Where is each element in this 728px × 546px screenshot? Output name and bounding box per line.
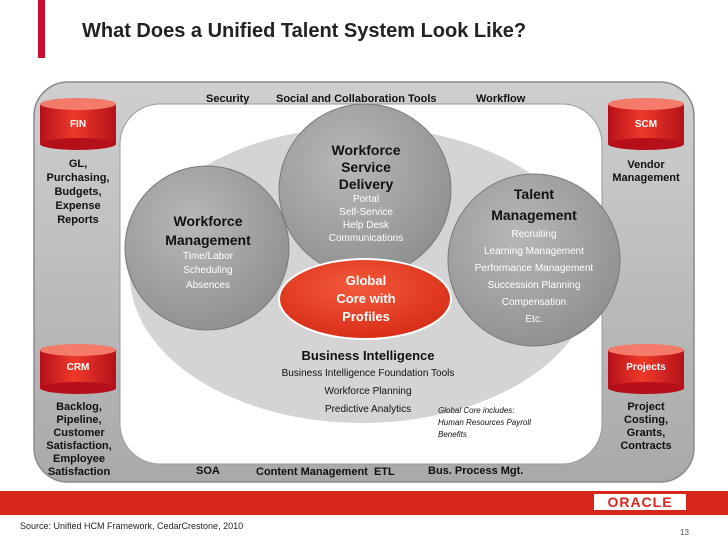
talent-management-item: Compensation [501, 297, 567, 308]
global-core-text: Global Core with Profiles [300, 272, 432, 326]
projects-description: Project Costing, Grants, Contracts [608, 401, 684, 453]
workforce-service-text: Workforce Service Delivery Portal Self-S… [300, 142, 432, 245]
global-core-note: Global Core includes: Human Resources Pa… [438, 405, 531, 441]
global-core-line: Global [345, 273, 387, 288]
talent-management-text: Talent Management Recruiting Learning Ma… [456, 184, 612, 328]
fin-description: GL, Purchasing, Budgets, Expense Reports [40, 157, 116, 227]
crm-cylinder [40, 344, 116, 394]
scm-label: SCM [634, 119, 658, 130]
crm-label: CRM [66, 362, 90, 373]
social-collaboration-label: Social and Collaboration Tools [276, 93, 437, 105]
workforce-management-item: Scheduling [183, 265, 233, 276]
workforce-management-bubble [124, 165, 290, 331]
workforce-service-item: Help Desk [342, 220, 390, 231]
page-title: What Does a Unified Talent System Look L… [82, 20, 527, 42]
workforce-service-title: Delivery [338, 176, 394, 192]
bi-item: Workforce Planning [324, 386, 412, 397]
projects-line: Costing, [624, 414, 668, 426]
fin-line: Reports [57, 214, 99, 226]
fin-label: FIN [69, 119, 87, 130]
bpm-label: Bus. Process Mgt. [428, 465, 524, 477]
fin-line: Expense [55, 200, 101, 212]
crm-line: Satisfaction, [46, 440, 112, 452]
workforce-service-item: Portal [352, 194, 380, 205]
talent-management-item: Learning Management [483, 246, 585, 257]
soa-label: SOA [196, 465, 220, 477]
scm-description: Vendor Management [604, 159, 688, 185]
talent-management-title: Talent [513, 186, 555, 202]
fin-cylinder [40, 98, 116, 150]
title-accent [38, 0, 45, 58]
page-number: 13 [680, 528, 689, 537]
content-management-label: Content Management ETL [256, 466, 395, 478]
workforce-service-title: Workforce [331, 142, 401, 158]
fin-line: Purchasing, [46, 172, 110, 184]
projects-line: Project [627, 401, 665, 413]
crm-line: Customer [53, 427, 105, 439]
fin-line: GL, [68, 158, 88, 170]
business-intelligence-title: Business Intelligence [301, 348, 435, 363]
workforce-service-title: Service [341, 159, 391, 175]
workforce-service-item: Self-Service [339, 207, 393, 218]
workforce-management-item: Time/Labor [182, 251, 234, 262]
talent-management-item: Recruiting [511, 229, 557, 240]
crm-description: Backlog, Pipeline, Customer Satisfaction… [38, 401, 120, 479]
talent-management-item: Succession Planning [487, 280, 581, 291]
global-core-note-line: Human Resources Payroll [438, 418, 531, 427]
scm-line: Management [612, 172, 680, 184]
crm-line: Pipeline, [56, 414, 102, 426]
workforce-management-text: Workforce Management Time/Labor Scheduli… [130, 212, 286, 294]
workforce-service-item: Communications [328, 233, 404, 244]
crm-line: Satisfaction [47, 466, 111, 478]
fin-line: Budgets, [54, 186, 102, 198]
oracle-logo: ORACLE [594, 494, 686, 510]
global-core-note-line: Global Core includes: [438, 406, 515, 415]
workflow-label: Workflow [476, 93, 526, 105]
projects-label: Projects [626, 362, 666, 373]
talent-management-item: Performance Management [474, 263, 594, 274]
talent-management-bubble [447, 173, 621, 347]
global-core-line: Profiles [342, 309, 390, 324]
security-label: Security [206, 93, 250, 105]
projects-line: Contracts [620, 440, 672, 452]
projects-line: Grants, [626, 427, 666, 439]
global-core-note-line: Benefits [438, 430, 467, 439]
talent-management-title: Management [491, 207, 577, 223]
bi-item: Business Intelligence Foundation Tools [281, 368, 455, 379]
title-bar [0, 0, 728, 62]
bi-item: Predictive Analytics [324, 404, 412, 415]
talent-management-item: Etc. [525, 314, 543, 325]
scm-cylinder [608, 98, 684, 150]
workforce-management-title: Management [165, 232, 251, 248]
workforce-management-title: Workforce [173, 213, 243, 229]
crm-line: Backlog, [56, 401, 102, 413]
scm-line: Vendor [627, 159, 665, 171]
workforce-management-item: Absences [186, 280, 230, 291]
crm-line: Employee [53, 453, 105, 465]
global-core-ellipse [278, 258, 452, 340]
projects-cylinder [608, 344, 684, 394]
source-citation: Source: Unified HCM Framework, CedarCres… [20, 521, 244, 531]
global-core-line: Core with [336, 291, 396, 306]
